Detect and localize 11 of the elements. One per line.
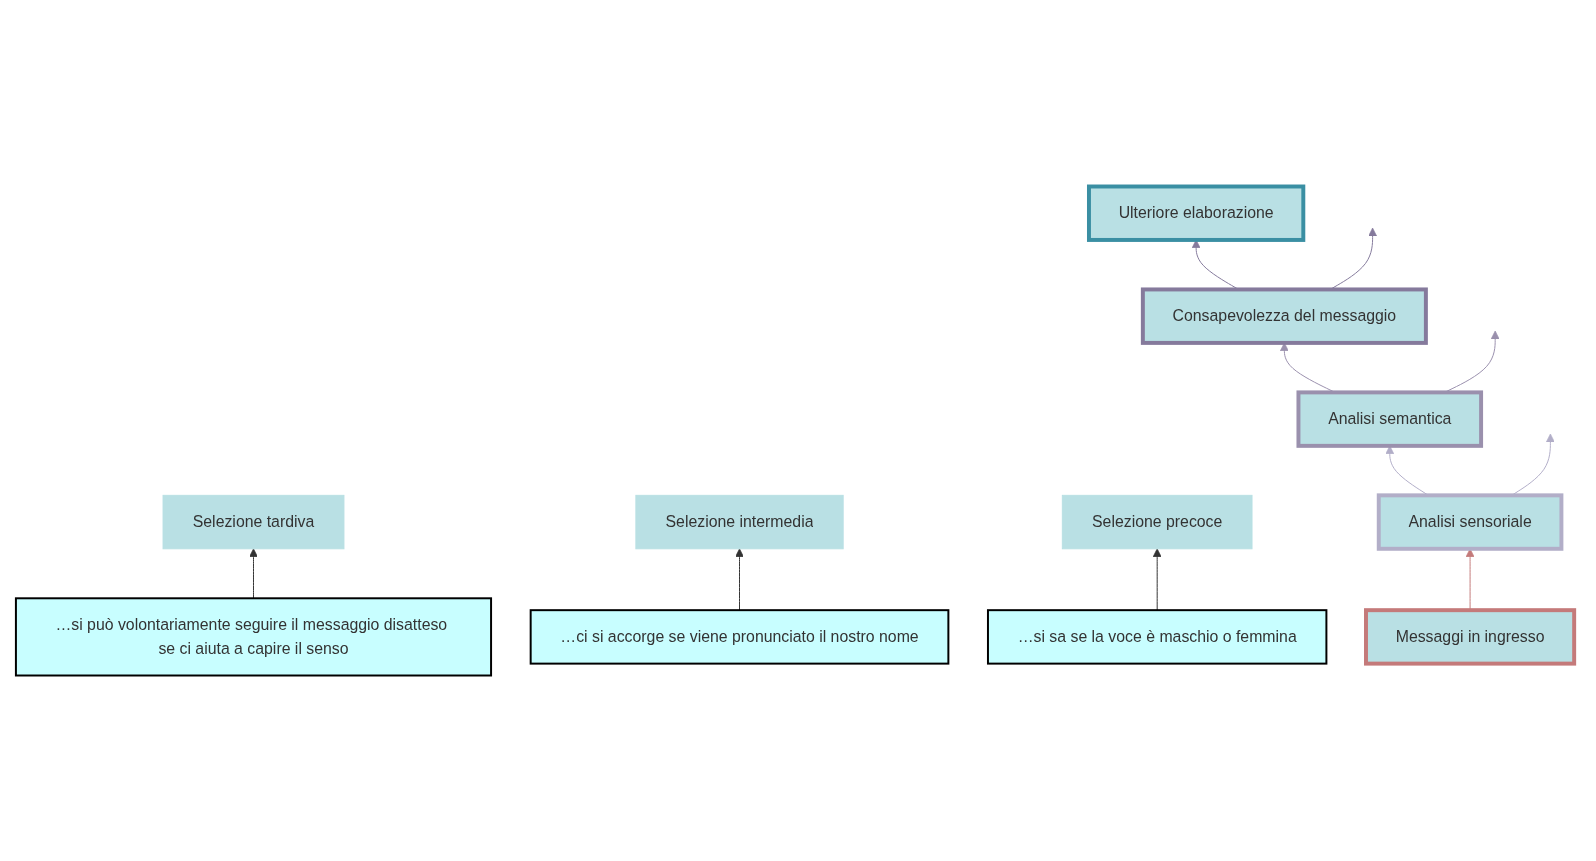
- node-box: Consapevolezza del messaggio: [1140, 286, 1428, 345]
- node-box: Analisi semantica: [1296, 389, 1484, 448]
- node-box: Messaggi in ingresso: [1364, 607, 1577, 666]
- node-box: …si sa se la voce è maschio o femmina: [986, 608, 1328, 665]
- node-box: Selezione intermedia: [635, 494, 844, 549]
- node-box: Ulteriore elaborazione: [1087, 184, 1306, 242]
- node-box: Selezione tardiva: [162, 494, 345, 549]
- node-box: Analisi sensoriale: [1376, 492, 1564, 551]
- node-box: …si può volontariamente seguire il messaggio disatteso se ci aiuta a capire il senso: [14, 596, 493, 676]
- node-box: Selezione precoce: [1061, 494, 1253, 549]
- node-box: …ci si accorge se viene pronunciato il nostro nome: [529, 608, 950, 665]
